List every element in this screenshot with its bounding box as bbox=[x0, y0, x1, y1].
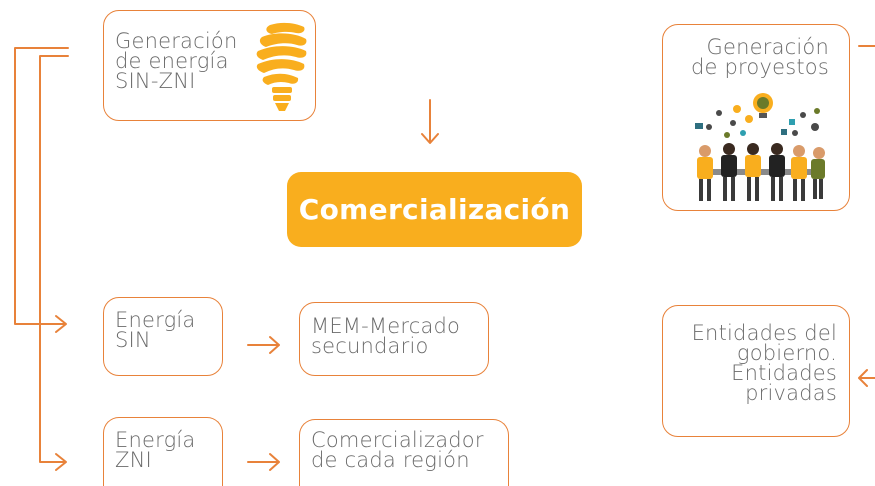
arrow-sin-to-mem bbox=[247, 336, 280, 354]
arrow-left-to-entidades bbox=[858, 369, 875, 387]
node-comercializador: Comercializador de cada región bbox=[299, 419, 509, 486]
bracket-outer-line bbox=[14, 47, 69, 325]
arrow-head-to-zni bbox=[55, 453, 67, 471]
node-comercializacion: Comercialización bbox=[287, 172, 582, 247]
node-generacion-energia-label: Generación de energía SIN-ZNI bbox=[115, 29, 238, 93]
team-meeting-icon bbox=[695, 93, 825, 201]
node-generacion-energia: Generación de energía SIN-ZNI bbox=[103, 10, 316, 121]
node-entidades-label: Entidades del gobierno. Entidades privad… bbox=[691, 321, 837, 405]
lightbulb-icon bbox=[256, 22, 307, 111]
node-energia-zni-label: Energía ZNI bbox=[115, 428, 196, 472]
node-mem-mercado: MEM-Mercado secundario bbox=[299, 302, 489, 376]
node-entidades: Entidades del gobierno. Entidades privad… bbox=[662, 305, 850, 437]
node-mem-mercado-label: MEM-Mercado secundario bbox=[311, 314, 461, 358]
node-generacion-proyectos-label: Generación de proyestos bbox=[691, 35, 829, 79]
arrow-head-to-sin bbox=[55, 315, 67, 333]
arrow-down-to-center bbox=[421, 99, 439, 144]
node-energia-zni: Energía ZNI bbox=[103, 417, 223, 486]
node-energia-sin: Energía SIN bbox=[103, 297, 223, 376]
arrow-zni-to-comercializador bbox=[247, 453, 280, 471]
node-generacion-proyectos: Generación de proyestos bbox=[662, 24, 850, 211]
bracket-inner-line bbox=[39, 55, 69, 463]
node-energia-sin-label: Energía SIN bbox=[115, 308, 196, 352]
node-comercializador-label: Comercializador de cada región bbox=[311, 428, 484, 472]
